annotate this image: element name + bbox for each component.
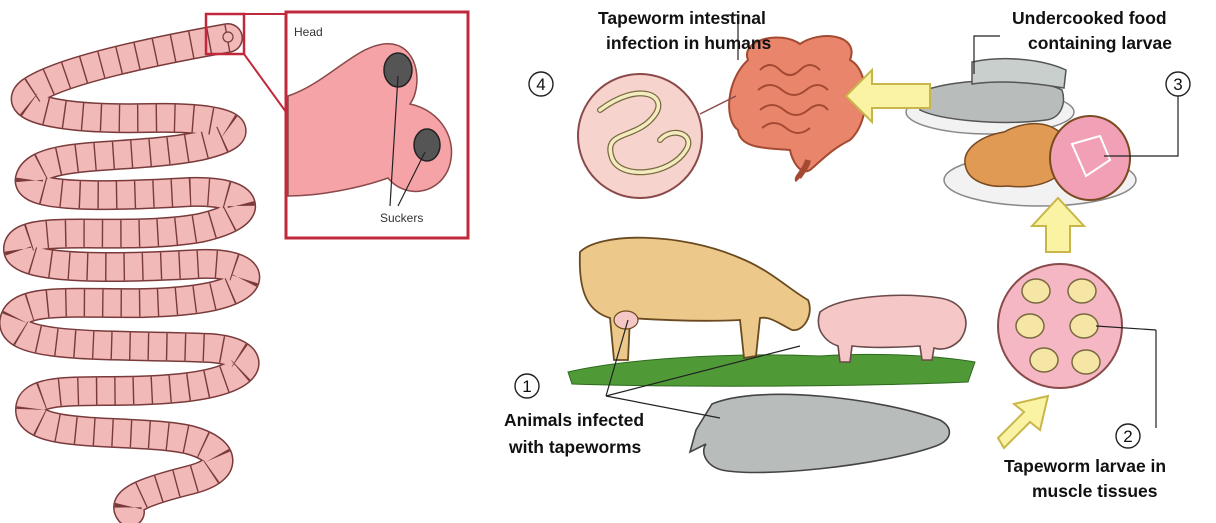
step-4-line-1: Tapeworm intestinal [598,8,766,28]
worm-magnifier-circle [578,74,736,198]
step-2-label: 2 Tapeworm larvae in muscle tissues [1004,424,1166,501]
tapeworm-body [14,14,286,512]
arrow-animals-to-larvae [998,396,1048,448]
head-label: Head [294,25,323,39]
step-1-line-2: with tapeworms [508,437,642,457]
step-4-number: 4 [536,75,545,94]
head-inset: Head Suckers [286,12,468,238]
step-2-line-2: muscle tissues [1032,481,1158,501]
step-3-line-2: containing larvae [1028,33,1172,53]
step-2-line-1: Tapeworm larvae in [1004,456,1166,476]
step-1-number: 1 [522,377,531,396]
undercooked-food-illustration [906,59,1136,206]
step-4-line-2: infection in humans [606,33,772,53]
step-1-line-1: Animals infected [504,410,644,430]
step-3-number: 3 [1173,75,1182,94]
suckers-label: Suckers [380,211,423,225]
step-3-line-1: Undercooked food [1012,8,1167,28]
step-1-label: 1 Animals infected with tapeworms [504,374,644,457]
step-2-number: 2 [1123,427,1132,446]
intestine-illustration [729,36,866,180]
